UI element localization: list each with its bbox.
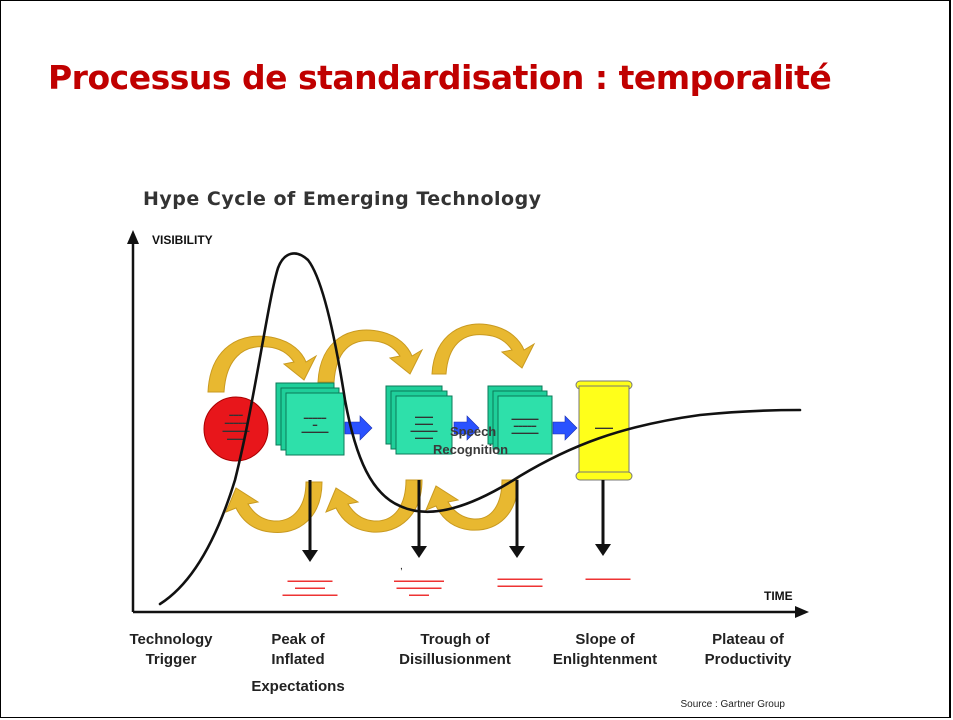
svg-text:Peak of: Peak of bbox=[271, 631, 325, 648]
svg-text:▬▬▬▬▬▬: ▬▬▬▬▬▬ bbox=[411, 428, 439, 433]
phase-2-line-2: Inflated bbox=[271, 651, 324, 668]
svg-text:▬▬▬▬: ▬▬▬▬ bbox=[415, 414, 434, 419]
cycle-arrows-bottom bbox=[225, 479, 519, 533]
svg-text:Enlightenment: Enlightenment bbox=[553, 651, 657, 668]
doc-stack-3: ▬▬▬▬▬▬ ▬▬▬▬▬ ▬▬▬▬▬▬ bbox=[487, 385, 553, 455]
phase-5-line-1: Plateau of bbox=[712, 631, 785, 648]
red-notes: ▬▬▬▬▬▬▬▬▬ ▬▬▬▬▬▬ ▬▬▬▬▬▬▬▬▬▬▬ ▬▬▬▬▬▬▬▬▬▬ … bbox=[283, 576, 631, 598]
phase-2-line-3: Expectations bbox=[251, 678, 344, 695]
svg-text:▬▬▬▬▬▬: ▬▬▬▬▬▬ bbox=[512, 430, 540, 435]
svg-text:▬▬▬: ▬▬▬ bbox=[229, 412, 243, 417]
svg-text:▬▬▬▬: ▬▬▬▬ bbox=[409, 592, 429, 598]
svg-text:Trough of: Trough of bbox=[420, 631, 490, 648]
svg-text:Disillusionment: Disillusionment bbox=[399, 651, 511, 668]
slide-title: Processus de standardisation : temporali… bbox=[48, 58, 832, 97]
svg-text:▬▬▬▬▬▬▬▬▬: ▬▬▬▬▬▬▬▬▬ bbox=[397, 585, 442, 591]
source-credit: Source : Gartner Group bbox=[681, 699, 786, 710]
y-axis-label: VISIBILITY bbox=[152, 233, 213, 247]
svg-text:▬: ▬ bbox=[313, 422, 318, 427]
svg-text:▬▬▬▬: ▬▬▬▬ bbox=[415, 421, 434, 426]
svg-text:Technology: Technology bbox=[129, 631, 213, 648]
svg-text:▬▬▬▬▬: ▬▬▬▬▬ bbox=[225, 420, 248, 425]
axes bbox=[127, 230, 809, 618]
svg-text:▬▬▬▬▬▬▬▬▬: ▬▬▬▬▬▬▬▬▬ bbox=[586, 576, 631, 582]
svg-text:▬▬▬▬: ▬▬▬▬ bbox=[227, 436, 246, 441]
phase-2-line-1: Peak of bbox=[271, 631, 325, 648]
svg-text:Expectations: Expectations bbox=[251, 678, 344, 695]
svg-text:▬▬▬▬▬▬: ▬▬▬▬▬▬ bbox=[295, 585, 325, 591]
svg-text:Trigger: Trigger bbox=[146, 651, 197, 668]
svg-text:▬▬▬▬▬▬▬▬▬: ▬▬▬▬▬▬▬▬▬ bbox=[498, 583, 543, 589]
phase-4-line-2: Enlightenment bbox=[553, 651, 657, 668]
svg-text:Productivity: Productivity bbox=[705, 651, 792, 668]
svg-text:▬▬▬▬▬: ▬▬▬▬▬ bbox=[304, 415, 327, 420]
phase-3-line-2: Disillusionment bbox=[399, 651, 511, 668]
phase-3-line-1: Trough of bbox=[420, 631, 490, 648]
speech-label-2: Recognition bbox=[433, 442, 508, 457]
svg-text:▬▬▬▬▬: ▬▬▬▬▬ bbox=[514, 423, 537, 428]
svg-text:▬▬▬▬: ▬▬▬▬ bbox=[595, 425, 614, 430]
svg-text:Plateau of: Plateau of bbox=[712, 631, 785, 648]
phase-5-line-2: Productivity bbox=[705, 651, 792, 668]
figure-title: Hype Cycle of Emerging Technology bbox=[143, 188, 542, 210]
svg-text:Inflated: Inflated bbox=[271, 651, 324, 668]
svg-text:▬▬▬▬▬▬▬▬▬: ▬▬▬▬▬▬▬▬▬ bbox=[498, 576, 543, 582]
hype-curve bbox=[158, 252, 802, 606]
doc-stack-2: ▬▬▬▬ ▬▬▬▬ ▬▬▬▬▬▬ ▬▬▬▬ bbox=[385, 385, 453, 455]
svg-text:▬▬▬▬: ▬▬▬▬ bbox=[415, 435, 434, 440]
svg-text:▬▬▬▬▬▬: ▬▬▬▬▬▬ bbox=[512, 416, 540, 421]
phase-4-line-1: Slope of bbox=[575, 631, 635, 648]
x-axis-label: TIME bbox=[764, 589, 793, 603]
speech-label-1: Speech bbox=[450, 424, 496, 439]
phase-1-line-2: Trigger bbox=[146, 651, 197, 668]
svg-text:▬▬▬▬▬▬▬▬▬▬: ▬▬▬▬▬▬▬▬▬▬ bbox=[394, 578, 444, 584]
phase-1-line-1: Technology bbox=[129, 631, 213, 648]
doc-stack-1: ▬▬▬▬▬ ▬ ▬▬▬▬▬▬ bbox=[275, 382, 345, 456]
svg-text:▬▬▬▬▬▬▬▬▬: ▬▬▬▬▬▬▬▬▬ bbox=[288, 578, 333, 584]
svg-text:,: , bbox=[400, 561, 403, 572]
down-arrowheads bbox=[302, 544, 611, 562]
svg-text:▬▬▬▬▬▬▬▬▬▬▬: ▬▬▬▬▬▬▬▬▬▬▬ bbox=[283, 592, 338, 598]
down-arrows bbox=[308, 480, 605, 552]
svg-text:▬▬▬▬▬▬: ▬▬▬▬▬▬ bbox=[223, 428, 251, 433]
phase-labels: Technology Trigger Peak of Inflated Expe… bbox=[129, 631, 792, 695]
svg-text:Slope of: Slope of bbox=[575, 631, 635, 648]
trigger-circle: ▬▬▬ ▬▬▬▬▬ ▬▬▬▬▬▬ ▬▬▬▬ bbox=[203, 396, 269, 462]
svg-text:▬▬▬▬▬▬: ▬▬▬▬▬▬ bbox=[302, 429, 330, 434]
cycle-arrows-top bbox=[207, 323, 536, 393]
